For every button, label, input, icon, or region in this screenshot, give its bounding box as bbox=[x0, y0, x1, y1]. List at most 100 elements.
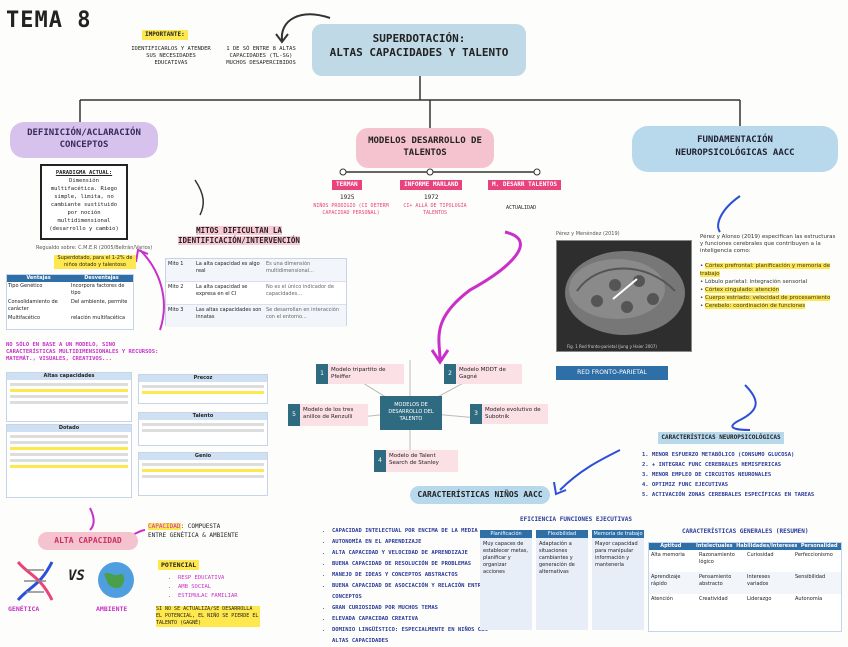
brain-image: Fig. 1 Red fronto-parietal (Jung y Haier… bbox=[556, 240, 692, 352]
list-item: ALTA CAPACIDAD Y VELOCIDAD DE APRENDIZAJ… bbox=[332, 548, 492, 559]
dna-icon bbox=[16, 561, 54, 601]
list-item: 1. MENOR ESFUERZO METABÓLICO (CONSUMO GL… bbox=[642, 452, 795, 458]
tag-desarr: M. DESARR TALENTOS bbox=[488, 180, 562, 190]
neuro-credit: Pérez y Menéndez (2019) bbox=[556, 231, 620, 237]
list-item: 4. OPTIMIZ FUNC EJECUTIVAS bbox=[642, 482, 729, 488]
terman-year: 1925 bbox=[340, 194, 355, 201]
list-item: • Cuerpo estriado: velocidad de procesam… bbox=[700, 295, 831, 301]
neuro-list: • Córtex prefrontal: planificación y mem… bbox=[700, 262, 840, 310]
card-genio: Genio bbox=[138, 452, 268, 496]
potencial-label: POTENCIAL bbox=[158, 560, 200, 570]
globe-icon bbox=[98, 562, 134, 598]
definicion-table: Ventajas Desventajas Tipo Genético Incor… bbox=[6, 274, 134, 330]
left-notes-mids: NO SÓLO EN BASE A UN MODELO, SINO CARACT… bbox=[6, 342, 159, 362]
list-item: • Córtex prefrontal: planificación y mem… bbox=[700, 263, 831, 277]
vs-label: VS bbox=[68, 568, 85, 584]
tag-terman: TERMAN bbox=[332, 180, 362, 190]
caract-neuro-header: CARACTERÍSTICAS NEUROPSICOLÓGICAS bbox=[658, 432, 784, 444]
definicion-caption: Regualdo sobre: C.M.E.R (2005/Beltrán/Va… bbox=[36, 245, 153, 251]
fronto-parietal-button: RED FRONTO-PARIETAL bbox=[556, 366, 668, 380]
desarr-desc: ACTUALIDAD bbox=[506, 205, 537, 211]
neuro-header: FUNDAMENTACIÓN NEUROPSICOLÓGICAS AACC bbox=[632, 126, 838, 172]
list-item: • Córtex cingulado: atención bbox=[700, 287, 780, 293]
table-row: Atención Creatividad Liderazgo Autonomía bbox=[651, 596, 823, 602]
marland-year: 1972 bbox=[424, 194, 439, 201]
table-row: Mito 1 La alta capacidad es algo real Es… bbox=[166, 259, 346, 282]
brain-drawing bbox=[565, 251, 685, 335]
paradigma-title: PARADIGMA ACTUAL: bbox=[55, 170, 113, 176]
ejecutivas-cols: Planificación Muy capaces de establecer … bbox=[480, 530, 644, 630]
list-item: AMB SOCIAL bbox=[178, 583, 238, 592]
generales-table: Aptitud Intelectuales Habilidades/Intere… bbox=[648, 542, 842, 632]
neuro-intro: Pérez y Alonso (2019) especifican las es… bbox=[700, 234, 836, 254]
importante-text: IDENTIFICARLOS Y ATENDER SUS NECESIDADES… bbox=[131, 46, 211, 66]
importante-label: IMPORTANTE: bbox=[142, 30, 188, 40]
mitos-header: MITOS DIFICULTAN LA IDENTIFICACIÓN/INTER… bbox=[178, 226, 300, 245]
central-title-line2: ALTAS CAPACIDADES Y TALENTO bbox=[329, 46, 509, 59]
page-title: TEMA 8 bbox=[6, 8, 92, 33]
table-row: Aprendizaje rápido Pensamiento abstracto… bbox=[649, 572, 841, 594]
paradigma-body: Dimensión multifacética. Riego simple, l… bbox=[49, 178, 119, 232]
node-renzulli: 5 Modelo de los tres anillos de Renzulli bbox=[288, 404, 368, 426]
central-title-line1: SUPERDOTACIÓN: bbox=[372, 32, 466, 45]
ambiente-label: AMBIENTE bbox=[96, 605, 128, 613]
node-pfeiffer: 1 Modelo tripartito de Pfeiffer bbox=[316, 364, 404, 384]
card-altas: Altas capacidades bbox=[6, 372, 132, 422]
table-header-1: Ventajas bbox=[7, 275, 70, 282]
caract-neuro-list: 1. MENOR ESFUERZO METABÓLICO (CONSUMO GL… bbox=[642, 450, 842, 500]
list-item: ESTIMULAC FAMILIAR bbox=[178, 592, 238, 601]
ninos-header: CARACTERÍSTICAS NIÑOS AACC bbox=[410, 486, 550, 504]
genetica-label: GENÉTICA bbox=[8, 605, 40, 613]
table-row: Mito 3 Las altas capacidades son innatas… bbox=[166, 305, 346, 327]
ejecutivas-col: Planificación Muy capaces de establecer … bbox=[480, 530, 532, 630]
mitos-table: Mito 1 La alta capacidad es algo real Es… bbox=[165, 258, 347, 327]
card-dotado: Dotado bbox=[6, 424, 132, 498]
list-item: • Cerebelo: coordinación de funciones bbox=[700, 303, 806, 309]
modelos-header: MODELOS DESARROLLO DE TALENTOS bbox=[356, 128, 494, 168]
list-item: BUENA CAPACIDAD DE RESOLUCIÓN DE PROBLEM… bbox=[332, 559, 492, 570]
terman-desc: NIÑOS PRODIGIO (CI DETERM CAPACIDAD PERS… bbox=[313, 203, 389, 216]
generales-head-row: Aptitud Intelectuales Habilidades/Intere… bbox=[649, 543, 841, 550]
marland-desc: CI+ ALLÁ DE TIPOLOGÍA TALENTOS bbox=[403, 203, 467, 216]
definicion-header: DEFINICIÓN/ACLARACIÓN CONCEPTOS bbox=[10, 122, 158, 158]
generales-header: CARACTERÍSTICAS GENERALES (RESUMEN) bbox=[682, 528, 809, 535]
fig-caption: Fig. 1 Red fronto-parietal (Jung y Haier… bbox=[567, 344, 657, 349]
list-item: • Lóbulo parietal: integración sensorial bbox=[700, 279, 808, 285]
importante-note: 1 DE SÓ ENTRE 8 ALTAS CAPACIDADES (TL-SG… bbox=[226, 46, 296, 66]
table-row: Consolidamiento de carácter Del ambiente… bbox=[8, 299, 128, 312]
table-row: Tipo Genético Incorpora factores de tipo bbox=[8, 283, 125, 296]
list-item: CAPACIDAD INTELECTUAL POR ENCIMA DE LA M… bbox=[332, 526, 492, 537]
table-row: Mito 2 La alta capacidad se expresa en e… bbox=[166, 282, 346, 305]
list-item: AUTONOMÍA EN EL APRENDIZAJE bbox=[332, 537, 492, 548]
central-title-box: SUPERDOTACIÓN: ALTAS CAPACIDADES Y TALEN… bbox=[312, 24, 526, 76]
card-precoz: Precoz bbox=[138, 374, 268, 404]
table-row: Alta memoria Razonamiento lógico Curiosi… bbox=[651, 552, 833, 565]
list-item: 2. + INTEGRAC FUNC CEREBRALES HEMISFERIC… bbox=[642, 462, 782, 468]
node-subotnik: 3 Modelo evolutivo de Subotnik bbox=[470, 404, 548, 424]
list-item: RESP EDUCATIVA bbox=[178, 574, 238, 583]
ejecutivas-col: Memoria de trabajo Mayor capacidad para … bbox=[592, 530, 644, 630]
list-item: 5. ACTIVACIÓN ZONAS CEREBRALES ESPECÍFIC… bbox=[642, 492, 815, 498]
potencial-note: SI NO SE ACTUALIZA/SE DESARROLLA EL POTE… bbox=[156, 606, 260, 627]
list-item: MANEJO DE IDEAS Y CONCEPTOS ABSTRACTOS bbox=[332, 570, 492, 581]
tag-marland: INFORME MARLAND bbox=[400, 180, 463, 190]
table-header-2: Desventajas bbox=[70, 275, 133, 282]
list-item: DOMINIO LINGÜÍSTICO: ESPECIALMENTE EN NI… bbox=[332, 625, 492, 647]
ejecutivas-col: Flexibilidad Adaptación a situaciones ca… bbox=[536, 530, 588, 630]
list-item: 3. MENOR EMPLEO DE CIRCUITOS NEURONALES bbox=[642, 472, 772, 478]
node-gagne: 2 Modelo MDDT de Gagné bbox=[444, 364, 522, 384]
modelos-center: MODELOS DE DESARROLLO DEL TALENTO bbox=[380, 396, 442, 430]
potencial-list: RESP EDUCATIVA AMB SOCIAL ESTIMULAC FAMI… bbox=[168, 574, 238, 601]
list-item: BUENA CAPACIDAD DE ASOCIACIÓN Y RELACIÓN… bbox=[332, 581, 492, 603]
card-talento: Talento bbox=[138, 412, 268, 446]
node-stanley: 4 Modelo de Talent Search de Stanley bbox=[374, 450, 458, 472]
alta-capacidad-header: ALTA CAPACIDAD bbox=[38, 532, 138, 550]
ninos-list: CAPACIDAD INTELECTUAL POR ENCIMA DE LA M… bbox=[322, 526, 492, 647]
list-item: GRAN CURIOSIDAD POR MUCHOS TEMAS bbox=[332, 603, 492, 614]
capacidad-text: CAPACIDAD: COMPUESTA ENTRE GENÉTICA & AM… bbox=[148, 523, 239, 539]
list-item: ELEVADA CAPACIDAD CREATIVA bbox=[332, 614, 492, 625]
definicion-highlight: Superdotado, para el 1-2% de niños dotad… bbox=[54, 255, 136, 269]
table-row: Multifacético relación multifacética bbox=[8, 315, 126, 321]
ejecutivas-header: EFICIENCIA FUNCIONES EJECUTIVAS bbox=[520, 516, 632, 523]
paradigma-box: PARADIGMA ACTUAL: Dimensión multifacétic… bbox=[40, 164, 128, 240]
